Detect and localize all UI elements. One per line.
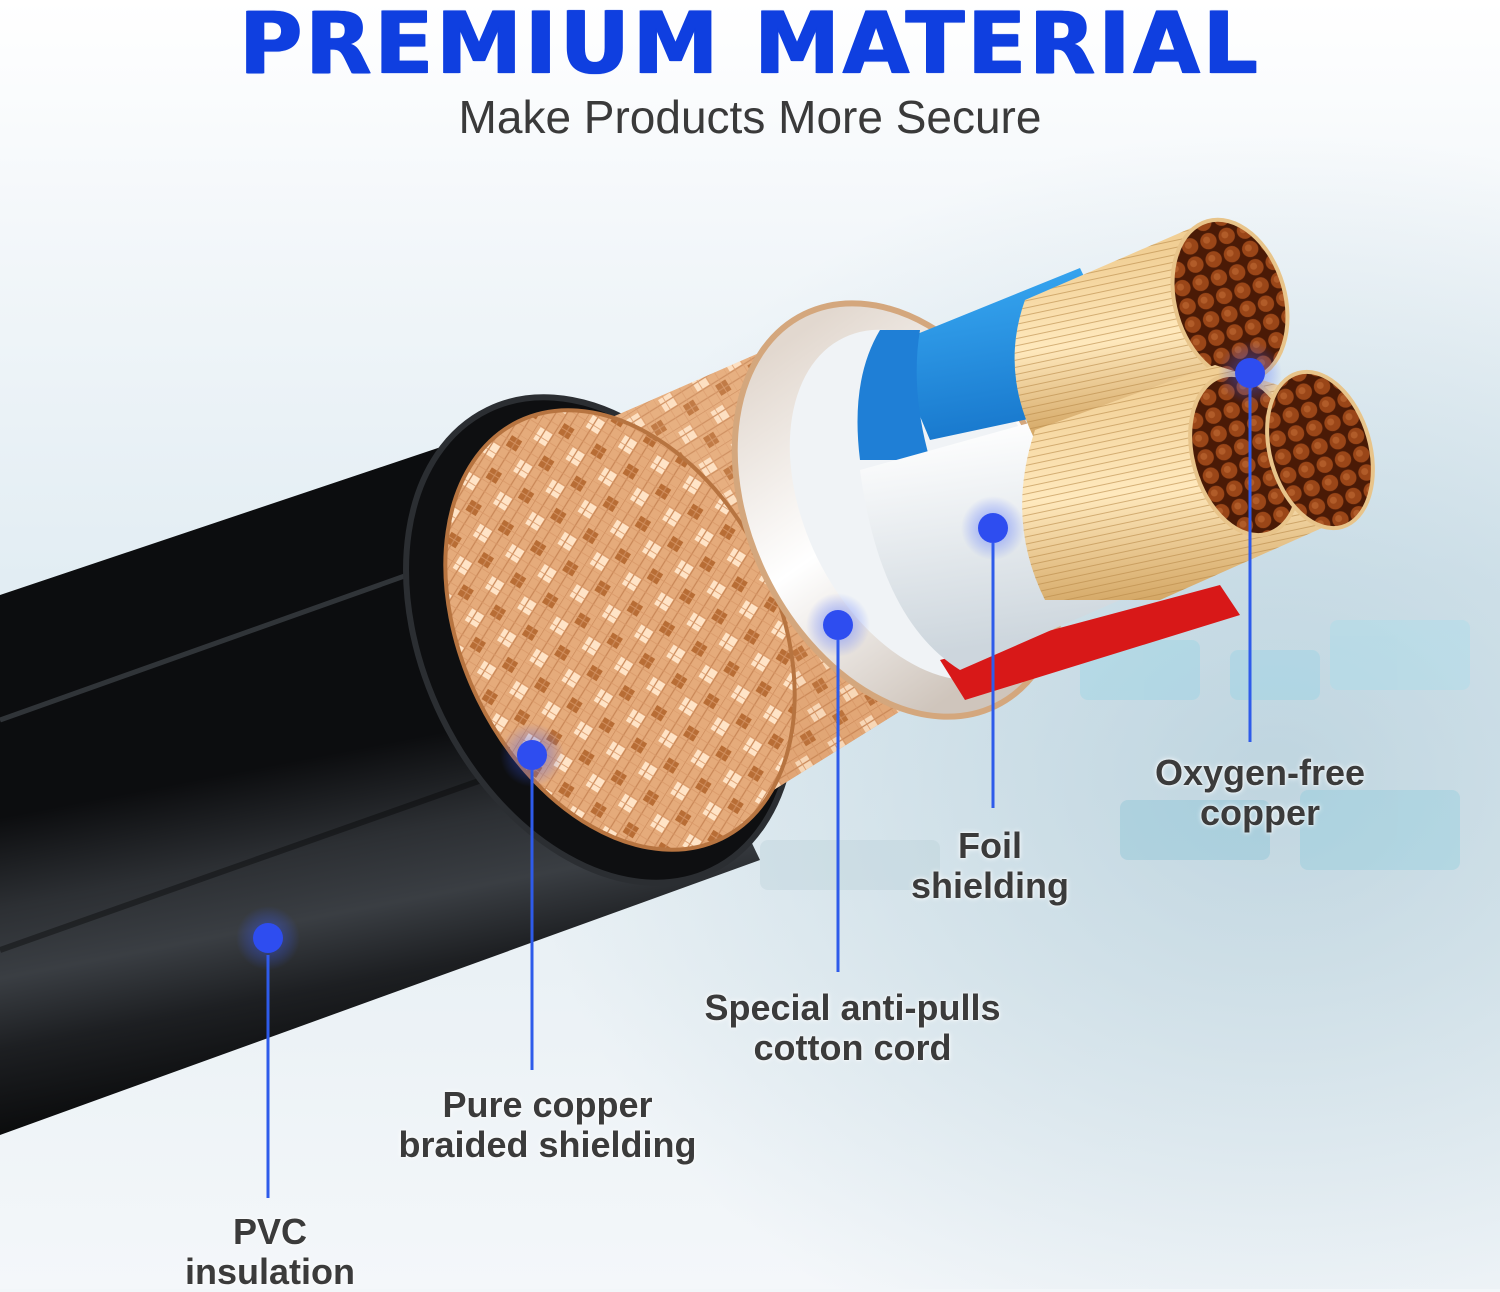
label-braided-shielding: Pure copper braided shielding [398,1084,697,1165]
label-pvc-insulation: PVC insulation [185,1211,355,1292]
page-title: PREMIUM MATERIAL [239,0,1261,94]
conductor-lower [1022,365,1375,600]
background-blur-blocks [760,620,1470,890]
label-foil-shielding: Foil shielding [910,825,1069,906]
pvc-insulation-marker [236,906,300,1198]
cotton-cord-marker [806,593,870,972]
braided-shielding-marker [500,723,564,1070]
foil-shielding-marker [961,496,1025,808]
label-oxygen-free-copper: Oxygen-free copper [1154,752,1366,833]
copper-conductor-marker [1218,341,1282,742]
page-subtitle: Make Products More Secure [458,91,1042,143]
label-cotton-cord: Special anti-pulls cotton cord [704,987,1001,1068]
